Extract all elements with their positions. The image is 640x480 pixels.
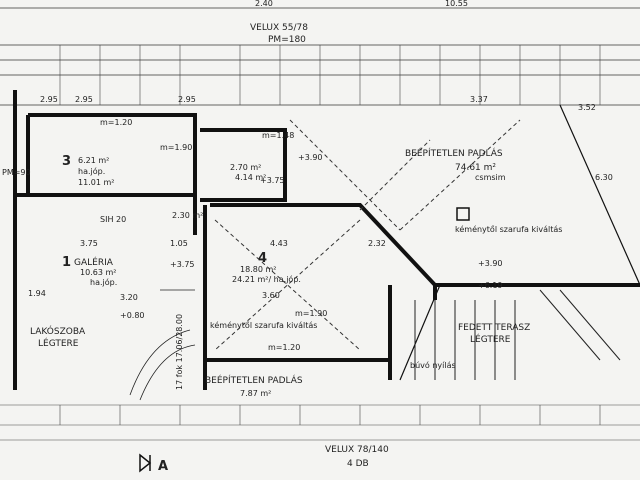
dim-295b: 2.95 (75, 95, 93, 104)
dim-295c: 2.95 (178, 95, 196, 104)
room4-height: m=1.90 (295, 309, 327, 318)
bath-sub: 4.14 m² (235, 173, 266, 182)
room3-height2: m=1.90 (160, 143, 192, 152)
gallery-area: 10.63 m² (80, 268, 116, 277)
dim-352: 3.52 (578, 103, 596, 112)
bath-level: +3.90 (298, 153, 323, 162)
section-letter: A (158, 459, 168, 474)
dim-337: 3.37 (470, 95, 488, 104)
level-390: +3.90 (478, 259, 503, 268)
roof-outline (399, 104, 640, 381)
unbuilt-main-name: BEÉPÍTETLEN PADLÁS (405, 147, 503, 159)
room2-area: 2.30 m² (172, 211, 203, 220)
chimney-right-note: kéménytől szarufa kiváltás (455, 224, 562, 234)
unbuilt-small-area: 7.87 m² (240, 389, 271, 398)
room4-number: 4 (258, 251, 267, 266)
living-level: +0.80 (120, 311, 145, 320)
bath-area: 2.70 m² (230, 163, 261, 172)
chimney-icon (456, 207, 470, 221)
dim-630: 6.30 (595, 173, 613, 182)
roof-rafters-bottom (0, 404, 640, 441)
pm-top-label: PM=180 (268, 35, 306, 45)
room3-number: 3 (62, 154, 71, 169)
roof-rafters-top (59, 45, 601, 105)
m120b-label: m=1.20 (268, 343, 300, 352)
terrace-name: FEDETT TERASZ (458, 323, 530, 333)
velux-bottom-label: VELUX 78/140 (325, 445, 389, 455)
dim-360: 3.60 (262, 291, 280, 300)
velux-top-label: VELUX 55/78 (250, 23, 308, 33)
dim-232: 2.32 (368, 239, 386, 248)
room3-gross: 11.01 m² (78, 178, 114, 187)
walls (13, 90, 640, 390)
bath-level2: +3.75 (260, 176, 285, 185)
roof-ridges (214, 119, 521, 351)
unbuilt-main-note: csmsim (475, 173, 506, 182)
gallery-use: ha.jóp. (90, 277, 117, 287)
dim-194: 1.94 (28, 289, 46, 298)
dim-320: 3.20 (120, 293, 138, 302)
living-name: LAKÓSZOBA (30, 325, 86, 337)
room4-area: 18.80 m² (240, 265, 276, 274)
sih-label: SIH 20 (100, 215, 126, 224)
gallery-number: 1 (62, 255, 71, 270)
stair (129, 289, 196, 401)
dim-443: 4.43 (270, 239, 288, 248)
dim-1055: 10.55 (445, 0, 468, 8)
room3-use: ha.jóp. (78, 166, 105, 176)
terrace-access: búvó nyílás (410, 360, 456, 370)
gallery-level: +3.75 (170, 260, 195, 269)
dim-240: 2.40 (255, 0, 273, 8)
level-619: +6.19 (478, 281, 503, 290)
gallery-name: GALÉRIA (74, 256, 114, 268)
room4-gross: 24.21 m²/ ha.jóp. (232, 274, 301, 284)
velux-bottom-count: 4 DB (347, 459, 369, 469)
bath-height: m=1.48 (262, 131, 294, 140)
dim-375: 3.75 (80, 239, 98, 248)
unbuilt-small-name: BEÉPÍTETLEN PADLÁS (205, 374, 303, 386)
dim-295a: 2.95 (40, 95, 58, 104)
room4-chimney-note: kéménytől szarufa kiváltás (210, 320, 317, 330)
pm90-label: PM=90 (2, 168, 31, 177)
section-marker (139, 453, 152, 473)
stair-note: 17 fok 17.06/28.00 (175, 314, 184, 390)
terrace-sub: LÉGTERE (470, 333, 511, 345)
living-sub: LÉGTERE (38, 337, 79, 349)
unbuilt-main-area: 74.61 m² (455, 163, 496, 173)
room3-height: m=1.20 (100, 118, 132, 127)
terrace-rafters (414, 289, 621, 380)
room3-area: 6.21 m² (78, 156, 109, 165)
dim-105: 1.05 (170, 239, 188, 248)
